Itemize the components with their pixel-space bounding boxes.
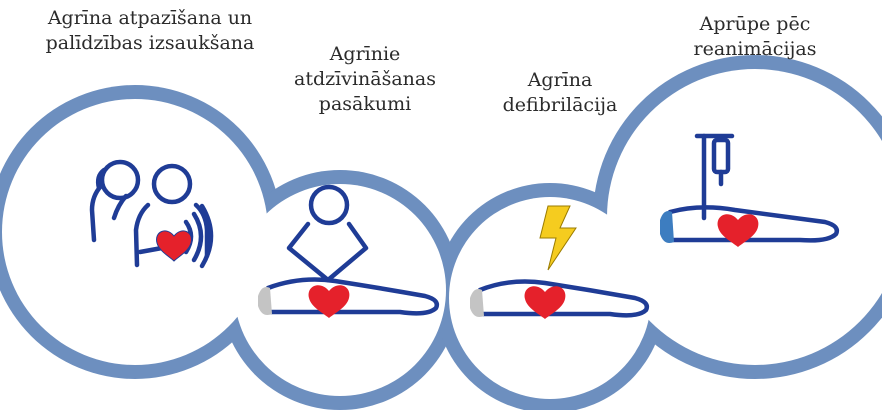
- step-1-label: Agrīna atpazīšana un palīdzības izsaukša…: [20, 6, 280, 56]
- step-3-label: Agrīna defibrilācija: [480, 68, 640, 118]
- step-2-label: Agrīnie atdzīvināšanas pasākumi: [290, 42, 440, 117]
- step-4-label: Aprūpe pēc reanimācijas: [650, 12, 860, 62]
